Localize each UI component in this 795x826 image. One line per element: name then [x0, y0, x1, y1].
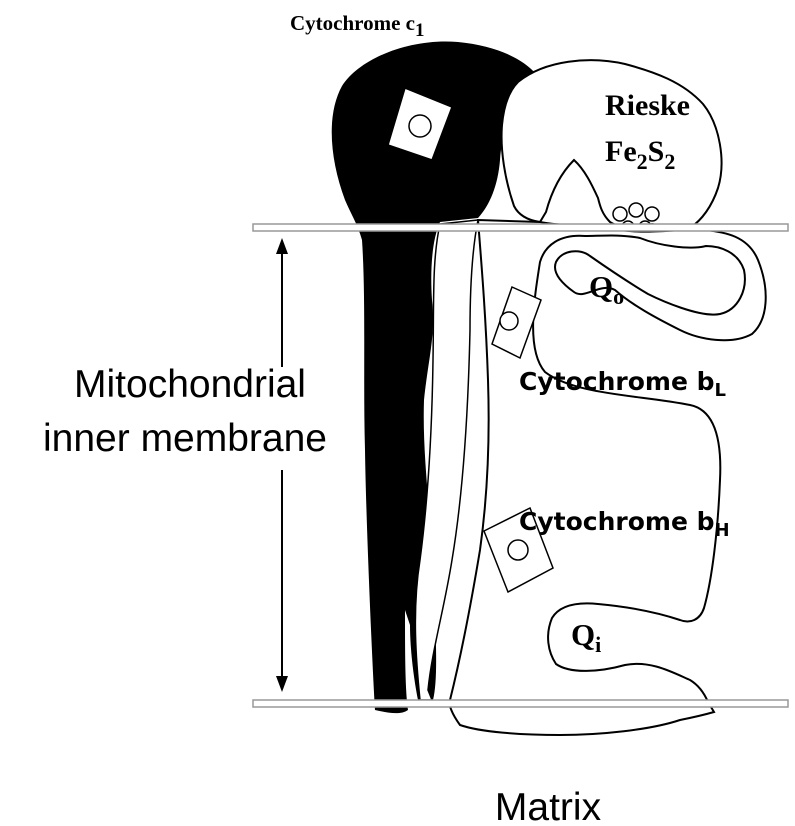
label-rieske: Rieske: [605, 89, 690, 122]
heme-bh-circle: [508, 540, 528, 560]
membrane-bottom-line: [253, 700, 788, 707]
label-qi: Qi: [571, 617, 601, 657]
membrane-arrow-down-head: [276, 676, 288, 692]
membrane-top-line: [253, 224, 788, 231]
label-cytochrome-bl: Cytochrome bL: [519, 367, 726, 401]
fes-cluster-3: [645, 207, 659, 221]
heme-c1-circle: [409, 115, 431, 137]
fes-cluster-2: [629, 203, 643, 217]
label-mitochondrial: Mitochondrial: [74, 363, 306, 406]
label-inner-membrane: inner membrane: [43, 417, 327, 460]
label-matrix: Matrix: [495, 786, 602, 826]
heme-bl-circle: [500, 312, 518, 330]
label-cytochrome-bh: Cytochrome bH: [519, 507, 730, 541]
fes-cluster-1: [613, 207, 627, 221]
label-cytochrome-c1: Cytochrome c1: [290, 11, 425, 41]
membrane-arrow-up-head: [276, 238, 288, 254]
